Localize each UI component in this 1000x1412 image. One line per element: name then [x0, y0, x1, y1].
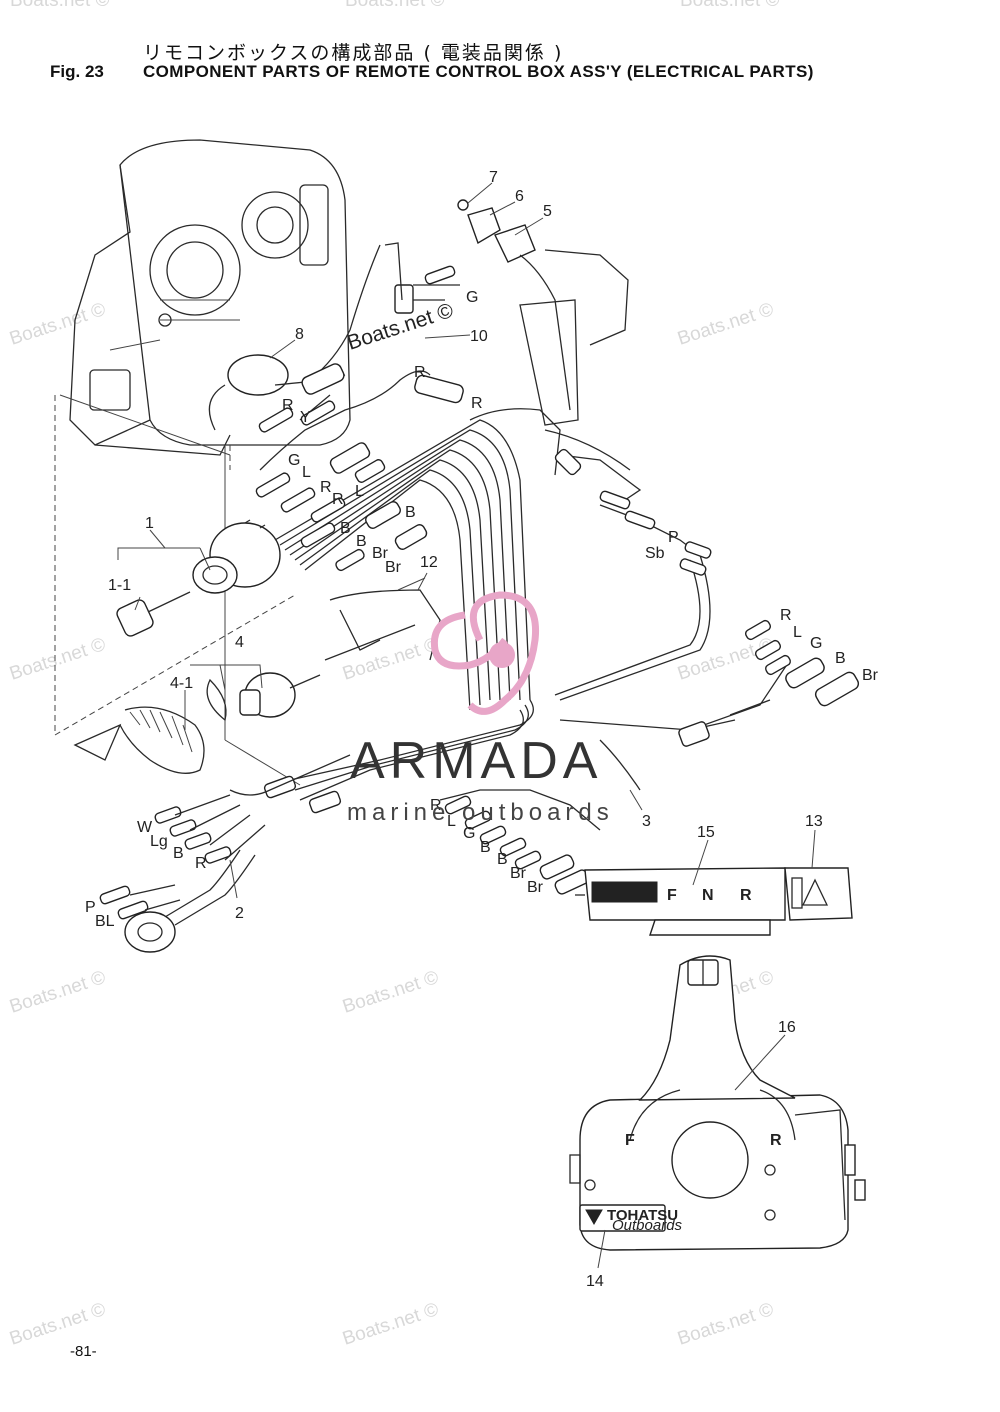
figure-number: Fig. 23 [50, 62, 104, 81]
wire-label-top: G [466, 289, 478, 306]
wire-label-top: R [471, 395, 483, 412]
shift-indicator-panel: F N R [575, 867, 786, 936]
wire-label-right-harness: R [780, 607, 792, 624]
callout-7: 7 [489, 169, 498, 186]
wire-label-middle: Br [385, 559, 402, 576]
armada-logo-text: ARMADA [350, 732, 602, 790]
callout-5: 5 [543, 203, 552, 220]
wire-label-lower-harness: Br [510, 865, 527, 882]
indicator-neutral: N [702, 887, 714, 904]
remote-control-box: F R TOHATSU Outboards [569, 955, 866, 1251]
lever-mark-reverse: R [770, 1132, 782, 1149]
watermark: Boats.net © [7, 967, 108, 1018]
wire-label-left-harness: BL [95, 913, 115, 930]
brand-sub: Outboards [612, 1217, 683, 1234]
main-switch [192, 519, 281, 594]
page-number: -81- [70, 1343, 97, 1360]
callout-1-1: 1-1 [108, 577, 131, 594]
key-icon [116, 591, 191, 637]
leader-lines [117, 182, 816, 1269]
lanyard-cord [73, 678, 227, 774]
wire-label-left-harness: Lg [150, 833, 168, 850]
callout-12: 12 [420, 554, 438, 571]
callout-14: 14 [586, 1273, 604, 1290]
wire-label-middle: R [320, 479, 332, 496]
wire-label-lower-harness: B [497, 851, 508, 868]
watermark: Boats.net © [340, 1299, 441, 1350]
wire-label-lower-harness: B [480, 839, 491, 856]
watermark: Boats.net © [675, 1299, 776, 1350]
wire-labels: G R R R Y G L R R L B B B Br Br P Sb R L… [85, 289, 879, 930]
wire-label-left-harness: R [195, 855, 207, 872]
wire-label-right-harness: Br [862, 667, 879, 684]
wire-label-middle: B [356, 533, 367, 550]
wire-label-lower-harness: L [447, 813, 456, 830]
wire-label-left-harness: P [85, 899, 96, 916]
callout-15: 15 [697, 824, 715, 841]
callout-6: 6 [515, 188, 524, 205]
wire-label-top: R [282, 397, 294, 414]
remote-box-housing [69, 139, 351, 456]
wire-label-middle: G [288, 452, 300, 469]
indicator-forward: F [667, 887, 677, 904]
wire-label-left-harness: W [137, 819, 153, 836]
stop-switch [239, 672, 321, 718]
wire-label-middle: B [340, 520, 351, 537]
watermark: Boats.net © [345, 0, 445, 11]
callout-numbers: 1 1-1 2 3 4 4-1 5 6 7 8 10 12 13 14 15 1… [108, 169, 823, 1290]
callout-10: 10 [470, 328, 488, 345]
watermark: Boats.net © [7, 299, 108, 350]
watermark: Boats.net © [340, 967, 441, 1018]
lever-mark-forward: F [625, 1132, 635, 1149]
watermark: Boats.net © [7, 634, 108, 685]
callout-4: 4 [235, 634, 244, 651]
callout-2: 2 [235, 905, 244, 922]
wiring-harness [208, 244, 791, 831]
wire-label-lower-harness: G [463, 825, 475, 842]
callout-16: 16 [778, 1019, 796, 1036]
title-japanese: リモコンボックスの構成部品 ( 電装品関係 ) [143, 42, 564, 64]
wire-label-right-harness: L [793, 624, 802, 641]
wire-label-top: R [414, 364, 426, 381]
wire-label-middle: L [355, 483, 364, 500]
wire-label-middle: B [405, 504, 416, 521]
wire-label-top: Y [300, 409, 311, 426]
upper-components [227, 199, 629, 426]
wire-label-left-harness: B [173, 845, 184, 862]
callout-8: 8 [295, 326, 304, 343]
wire-label-middle: L [302, 464, 311, 481]
wire-label-right-upper: Sb [645, 545, 665, 562]
harness-2 [124, 754, 351, 953]
watermark: Boats.net © [680, 0, 780, 11]
callout-3: 3 [642, 813, 651, 830]
wire-label-middle: Br [372, 545, 389, 562]
warning-lamp [784, 867, 853, 921]
watermark: Boats.net © [10, 0, 110, 11]
title-english: COMPONENT PARTS OF REMOTE CONTROL BOX AS… [143, 62, 814, 81]
wire-label-right-harness: G [810, 635, 822, 652]
wire-label-right-upper: P [668, 529, 679, 546]
callout-4-1: 4-1 [170, 675, 193, 692]
watermark: Boats.net © [675, 299, 776, 350]
callout-13: 13 [805, 813, 823, 830]
wire-label-middle: R [332, 491, 344, 508]
wire-label-right-harness: B [835, 650, 846, 667]
wire-label-lower-harness: R [430, 797, 442, 814]
armada-logo: ARMADA marine outboards [347, 591, 614, 826]
indicator-reverse: R [740, 887, 752, 904]
armada-logo-subtext: marine outboards [347, 799, 614, 826]
callout-1: 1 [145, 515, 154, 532]
connectors [99, 265, 860, 920]
brand-name: TOHATSU [607, 1207, 678, 1224]
dashed-frame [54, 394, 301, 786]
wire-label-lower-harness: Br [527, 879, 544, 896]
